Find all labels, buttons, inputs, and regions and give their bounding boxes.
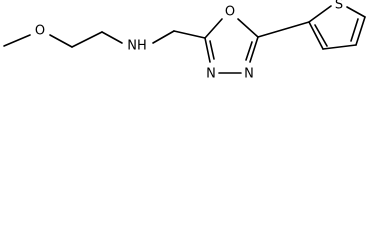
bond-ring-n3-c2	[204, 37, 211, 63]
bond-thiophene-c2-c3	[308, 21, 324, 50]
bond-ring-o-c5	[237, 18, 259, 38]
bond-thiophene-c3-c4	[322, 44, 357, 50]
bond-ch2-ch2	[71, 31, 103, 48]
molecule-structure-diagram: O NH O N N S	[3, 0, 366, 82]
bond-ch2-to-nh	[101, 31, 123, 44]
atom-label-thiophene-s: S	[335, 0, 343, 13]
atom-label-ring-o: O	[225, 5, 235, 20]
bond-thiophene-s-c2	[308, 5, 332, 23]
bond-ring-n3-c2-inner	[209, 40, 215, 60]
atom-label-ring-n3: N	[206, 67, 216, 82]
bond-ring-c2-o	[204, 18, 223, 39]
bond-thiophene-c4-c5-inner	[350, 18, 359, 42]
bond-nh-to-ch2	[152, 30, 175, 44]
bond-oxadiazole-to-thiophene	[257, 21, 310, 38]
bond-ring-c5-n4	[249, 36, 259, 63]
bond-ring-c5-n4-inner	[245, 41, 253, 61]
atom-label-methoxy-o: O	[35, 24, 45, 39]
atom-label-amine-nh: NH	[127, 39, 147, 54]
atom-labels: O NH O N N S	[35, 0, 343, 82]
atom-label-ring-n4: N	[244, 67, 254, 82]
bond-thiophene-c5-s	[346, 6, 366, 18]
bond-methyl-to-o	[3, 34, 31, 47]
bond-thiophene-c2-c3-inner	[314, 24, 328, 47]
bond-ch2-to-ring-c2	[173, 30, 206, 39]
bonds	[3, 5, 366, 74]
bond-o-to-ch2	[49, 34, 73, 48]
bond-thiophene-c4-c5	[355, 16, 366, 46]
